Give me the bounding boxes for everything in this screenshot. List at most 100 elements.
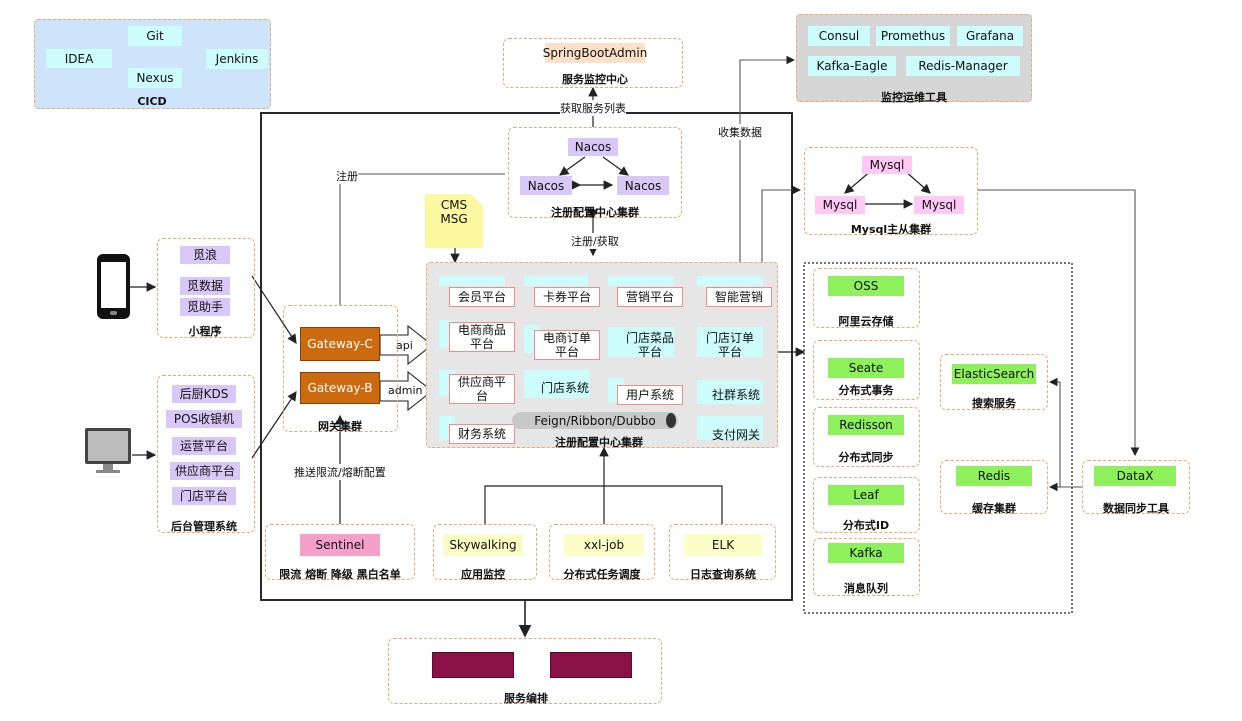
ecommerce-order-node: 电商订单 平台: [534, 330, 600, 360]
leaf-node: Leaf: [828, 485, 904, 505]
leaf-caption: 分布式ID: [842, 519, 890, 532]
promethus-node: Promethus: [876, 26, 950, 46]
orchestration-group: [388, 638, 662, 704]
sentinel-node: Sentinel: [300, 534, 380, 556]
idea-node: IDEA: [46, 49, 112, 68]
coupon-platform-node: 卡券平台: [534, 287, 600, 307]
nacos-cluster-group: [508, 127, 682, 218]
nacos-top-node: Nacos: [568, 138, 618, 156]
community-system-node: 社群系统: [711, 388, 760, 402]
seate-group: [813, 340, 920, 400]
redisson-group: [813, 407, 920, 467]
ecommerce-product-node: 电商商品 平台: [449, 322, 515, 352]
member-platform-node: 会员平台: [449, 287, 515, 307]
redis-manager-node: Redis-Manager: [906, 56, 1020, 76]
xxl-job-caption: 分布式任务调度: [563, 568, 641, 581]
git-node: Git: [128, 26, 182, 46]
ops-tools-caption: 监控运维工具: [881, 91, 947, 104]
springbootadmin-node: SpringBootAdmin: [543, 43, 647, 63]
ops-platform-node: 运营平台: [172, 437, 236, 455]
search-service-caption: 搜索服务: [972, 397, 1016, 410]
cache-cluster-caption: 缓存集群: [972, 502, 1016, 515]
pos-node: POS收银机: [166, 410, 242, 428]
elasticsearch-node: ElasticSearch: [952, 364, 1036, 384]
grafana-node: Grafana: [957, 26, 1023, 46]
elk-node: ELK: [684, 534, 762, 556]
store-platform-node: 门店平台: [172, 487, 236, 505]
milang-node: 觅浪: [180, 246, 230, 264]
xxl-job-group: [549, 524, 655, 580]
sentinel-group: [265, 524, 415, 580]
finance-system-node: 财务系统: [449, 424, 515, 444]
monitor-center-group: [503, 38, 683, 88]
gateway-c-node: Gateway-C: [300, 327, 380, 361]
push-config-label: 推送限流/熔断配置: [294, 464, 386, 480]
backend-systems-caption: 后台管理系统: [171, 520, 237, 533]
elk-group: [669, 524, 776, 580]
mini-program-caption: 小程序: [188, 325, 222, 338]
kitchen-kds-node: 后厨KDS: [172, 385, 236, 403]
skywalking-caption: 应用监控: [461, 568, 505, 581]
middleware-frame: [803, 262, 1073, 614]
admin-arrow: [379, 370, 433, 412]
orchestration-caption: 服务编排: [504, 692, 548, 705]
seate-caption: 分布式事务: [838, 384, 894, 397]
get-service-list-label: 获取服务列表: [560, 100, 626, 116]
datax-caption: 数据同步工具: [1103, 502, 1169, 515]
gateway-cluster-caption: 网关集群: [318, 420, 362, 433]
mysql-top-node: Mysql: [862, 156, 912, 174]
smart-marketing-node: 智能营销: [706, 287, 772, 307]
store-system-node: 门店系统: [540, 381, 589, 395]
kafka-group: [813, 538, 920, 596]
mi-data-node: 觅数据: [180, 277, 230, 295]
backend-systems-group: [157, 375, 255, 533]
nexus-node: Nexus: [128, 68, 182, 88]
nacos-cluster-caption: 注册配置中心集群: [551, 206, 639, 219]
store-dish-platform-node: 门店菜品 平台: [625, 331, 674, 359]
feign-bar-end-icon: [666, 413, 676, 428]
orchestration-block-right: [550, 652, 632, 678]
payment-gateway-node: 支付网关: [711, 428, 760, 442]
mysql-cluster-caption: Mysql主从集群: [850, 223, 932, 236]
marketing-platform-node: 营销平台: [617, 287, 683, 307]
search-service-group: [940, 354, 1048, 410]
supplier-platform-service-node: 供应商平 台: [449, 374, 515, 404]
sentinel-caption: 限流 熔断 降级 黑白名单: [279, 568, 401, 581]
feign-ribbon-dubbo-bar: Feign/Ribbon/Dubbo: [512, 412, 678, 429]
mobile-phone-icon: [97, 254, 130, 319]
admin-label: admin: [388, 384, 423, 397]
desktop-monitor-icon: [85, 428, 131, 464]
xxl-job-node: xxl-job: [564, 534, 644, 556]
cicd-caption: CICD: [137, 95, 167, 108]
mi-assistant-node: 觅助手: [180, 298, 230, 316]
elk-caption: 日志查询系统: [690, 568, 756, 581]
monitor-stand-icon: [103, 464, 113, 470]
api-arrow: [379, 324, 433, 366]
mysql-cluster-group: [804, 147, 978, 235]
consul-node: Consul: [808, 26, 870, 46]
monitor-base-icon: [96, 470, 120, 473]
cms-msg-note: CMS MSG: [425, 194, 483, 248]
store-order-platform-node: 门店订单 平台: [705, 331, 754, 359]
system-frame: [260, 112, 793, 601]
gateway-cluster-group: [283, 305, 398, 432]
leaf-group: [813, 477, 920, 533]
nacos-left-node: Nacos: [520, 176, 572, 195]
api-label: api: [396, 339, 413, 352]
redisson-node: Redisson: [828, 415, 904, 435]
platform-cluster-caption: 注册配置中心集群: [555, 436, 643, 449]
seate-node: Seate: [828, 358, 904, 378]
collect-data-label: 收集数据: [718, 124, 762, 140]
register-fetch-label: 注册/获取: [571, 233, 619, 249]
supplier-platform-node: 供应商平台: [170, 462, 240, 480]
kafka-caption: 消息队列: [844, 582, 888, 595]
register-label: 注册: [336, 168, 358, 184]
datax-node: DataX: [1094, 466, 1176, 486]
skywalking-group: [433, 524, 537, 580]
mysql-right-node: Mysql: [914, 196, 964, 214]
kafka-node: Kafka: [828, 543, 904, 563]
gateway-b-node: Gateway-B: [300, 372, 380, 404]
redis-node: Redis: [956, 466, 1032, 486]
oss-group: [813, 268, 920, 328]
